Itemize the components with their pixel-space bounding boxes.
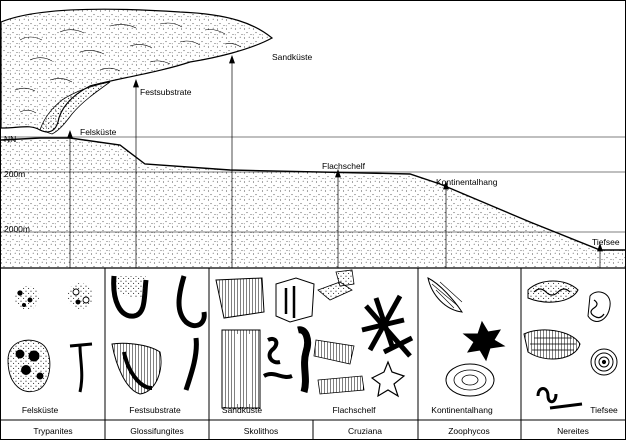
panel-label-flachschelf: Flachschelf bbox=[333, 405, 376, 415]
depth-label-nn: NN bbox=[4, 134, 16, 144]
label-flachschelf: Flachschelf bbox=[322, 161, 365, 171]
panel-label-felskueste: Felsküste bbox=[22, 405, 58, 415]
ichnofacies-glossifungites: Glossifungites bbox=[130, 426, 183, 436]
depth-label-2000m: 2000m bbox=[4, 224, 30, 234]
panel-label-tiefsee: Tiefsee bbox=[590, 405, 618, 415]
panel-label-sandkueste: Sandküste bbox=[222, 405, 262, 415]
label-tiefsee: Tiefsee bbox=[592, 237, 620, 247]
label-felskueste: Felsküste bbox=[80, 127, 116, 137]
ichnofacies-nereites: Nereites bbox=[557, 426, 589, 436]
panel-label-kontinentalhang: Kontinentalhang bbox=[431, 405, 492, 415]
ichnofacies-cruziana: Cruziana bbox=[348, 426, 382, 436]
panel-label-festsubstrate: Festsubstrate bbox=[129, 405, 181, 415]
label-kontinentalhang: Kontinentalhang bbox=[436, 177, 497, 187]
ichnofacies-trypanites: Trypanites bbox=[33, 426, 72, 436]
label-festsubstrate: Festsubstrate bbox=[140, 87, 192, 97]
label-sandkueste: Sandküste bbox=[272, 52, 312, 62]
depth-label-200m: 200m bbox=[4, 169, 25, 179]
ichnofacies-skolithos: Skolithos bbox=[244, 426, 279, 436]
ichnofacies-zoophycos: Zoophycos bbox=[448, 426, 490, 436]
